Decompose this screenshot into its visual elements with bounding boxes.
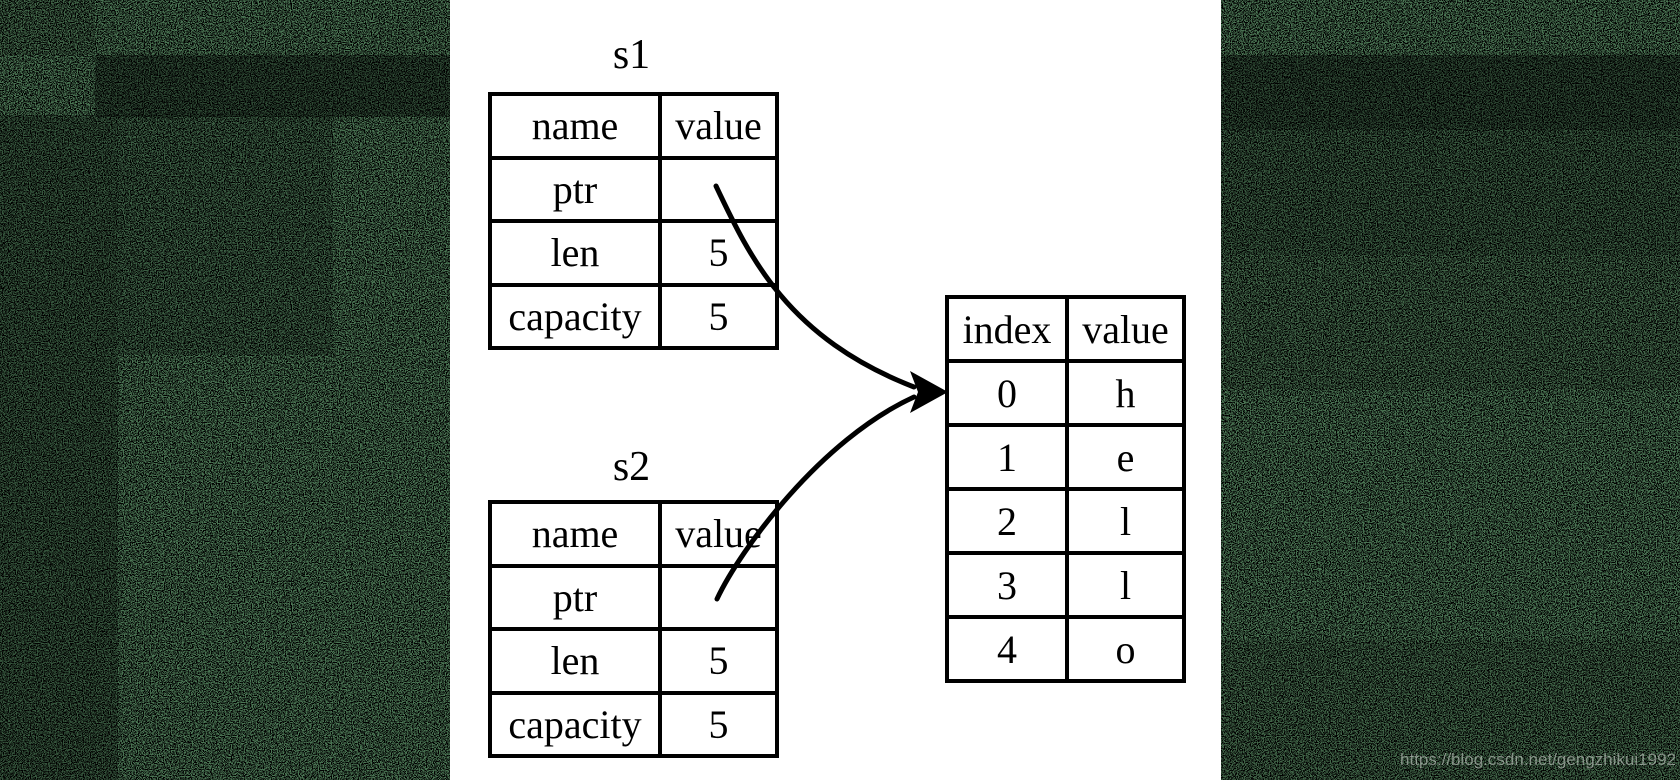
dark-band	[95, 55, 450, 117]
heap-cell-value-1: e	[1065, 423, 1186, 491]
s1-cell-len-value: 5	[658, 219, 779, 287]
table-row: 0 h	[945, 359, 1186, 427]
s1-cell-capacity-value: 5	[658, 282, 779, 350]
heap-index-value-table: index value 0 h 1 e 2 l 3 l 4 o	[945, 295, 1186, 683]
dark-band	[1221, 640, 1680, 780]
heap-cell-value-3: l	[1065, 551, 1186, 619]
heap-header-value: value	[1065, 295, 1186, 363]
s2-label: s2	[612, 444, 651, 490]
table-row: 1 e	[945, 423, 1186, 491]
s1-header-name: name	[488, 92, 662, 160]
dark-band	[118, 115, 333, 355]
table-row: capacity 5	[488, 690, 779, 758]
s2-cell-capacity-name: capacity	[488, 690, 662, 758]
s1-cell-len-name: len	[488, 219, 662, 287]
heap-cell-value-0: h	[1065, 359, 1186, 427]
s1-cell-ptr-value	[658, 155, 779, 223]
heap-cell-value-2: l	[1065, 487, 1186, 555]
table-row: 4 o	[945, 615, 1186, 683]
right-noise-background	[1221, 0, 1680, 780]
s2-struct-table: name value ptr len 5 capacity 5	[488, 500, 779, 758]
table-row: len 5	[488, 219, 779, 287]
left-noise-background	[0, 0, 450, 780]
s2-header-name: name	[488, 500, 662, 568]
s1-struct-table: name value ptr len 5 capacity 5	[488, 92, 779, 350]
table-row: name value	[488, 500, 779, 568]
table-row: ptr	[488, 155, 779, 223]
table-row: capacity 5	[488, 282, 779, 350]
s2-cell-capacity-value: 5	[658, 690, 779, 758]
table-row: 2 l	[945, 487, 1186, 555]
shared-arrowhead	[910, 371, 948, 413]
heap-cell-index-2: 2	[945, 487, 1069, 555]
s1-cell-ptr-name: ptr	[488, 155, 662, 223]
heap-cell-index-1: 1	[945, 423, 1069, 491]
s1-cell-capacity-name: capacity	[488, 282, 662, 350]
dark-band	[0, 0, 95, 55]
table-row: index value	[945, 295, 1186, 363]
s2-cell-len-name: len	[488, 627, 662, 695]
heap-header-index: index	[945, 295, 1069, 363]
heap-cell-index-0: 0	[945, 359, 1069, 427]
heap-cell-index-3: 3	[945, 551, 1069, 619]
dark-band	[1221, 130, 1680, 255]
dark-band	[1221, 55, 1680, 130]
s1-label: s1	[612, 32, 651, 78]
s2-cell-len-value: 5	[658, 627, 779, 695]
table-row: ptr	[488, 563, 779, 631]
heap-cell-value-4: o	[1065, 615, 1186, 683]
table-row: len 5	[488, 627, 779, 695]
watermark-url-text: https://blog.csdn.net/gengzhikui1992	[1400, 750, 1676, 769]
heap-cell-index-4: 4	[945, 615, 1069, 683]
table-row: 3 l	[945, 551, 1186, 619]
s2-cell-ptr-value	[658, 563, 779, 631]
dark-band	[1221, 255, 1680, 390]
s1-header-value: value	[658, 92, 779, 160]
noise-texture	[1221, 0, 1680, 780]
noise-texture	[0, 0, 450, 780]
s2-cell-ptr-name: ptr	[488, 563, 662, 631]
table-row: name value	[488, 92, 779, 160]
s2-header-value: value	[658, 500, 779, 568]
dark-band	[0, 115, 118, 780]
